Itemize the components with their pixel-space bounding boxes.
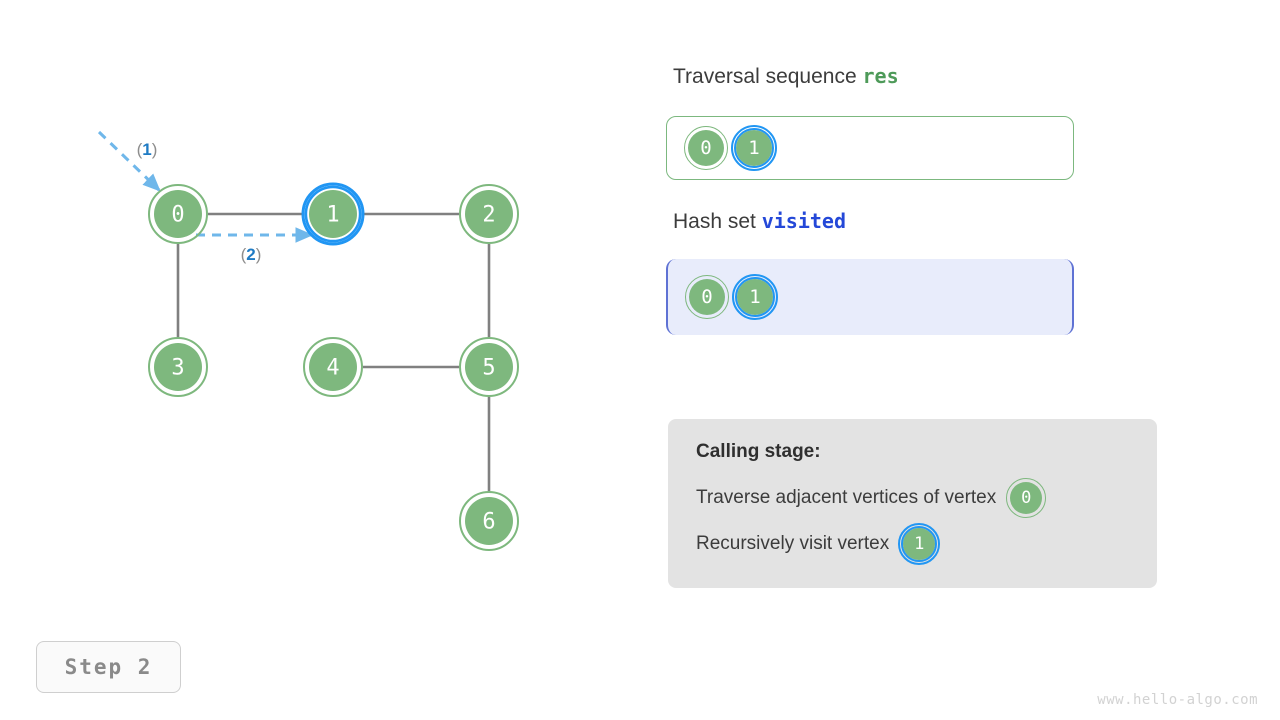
hash-set-variable: visited (761, 209, 847, 233)
graph-vertex-1[interactable]: 1 (301, 182, 365, 246)
token-label: 0 (701, 285, 713, 308)
arrow-into-vertex-0-label: (1) (137, 140, 158, 159)
graph-vertex-label: 0 (171, 203, 184, 228)
token-ring (684, 126, 728, 170)
graph-vertex-disc (309, 343, 357, 391)
graph-vertex-label: 3 (171, 356, 184, 381)
graph-vertex-label: 1 (326, 203, 339, 228)
traversal-sequence-item: 1 (731, 125, 777, 171)
graph-vertices: 0 1 2 3 4 5 6 (148, 182, 519, 551)
token-label: 0 (700, 136, 712, 159)
graph-vertex-disc (154, 343, 202, 391)
calling-stage-line-badge: 0 (1006, 478, 1047, 518)
watermark: www.hello-algo.com (1097, 692, 1258, 708)
traversal-sequence-title-prefix: Traversal sequence (673, 65, 863, 88)
graph-vertex-ring (303, 337, 363, 397)
graph-vertex-disc (465, 497, 513, 545)
graph-canvas: 0 1 2 3 4 5 6 (1) (2) (97, 130, 519, 551)
token-label: 0 (1021, 487, 1032, 508)
token-ring (1006, 478, 1047, 518)
token-inner-ring (901, 526, 938, 562)
graph-vertex-ring (301, 182, 365, 246)
graph-vertex-inner-ring (304, 185, 362, 243)
traversal-sequence-title: Traversal sequence res (673, 64, 899, 89)
calling-stage-line-badge: 1 (898, 523, 941, 565)
graph-vertex-disc (465, 190, 513, 238)
hash-set-item: 1 (732, 274, 778, 320)
graph-vertex-disc (309, 190, 357, 238)
calling-stage-line-text: Recursively visit vertex (696, 533, 890, 554)
token-inner-ring (735, 277, 775, 317)
token-ring (898, 523, 941, 565)
graph-vertex-3[interactable]: 3 (148, 337, 208, 397)
calling-stage-line-text: Traverse adjacent vertices of vertex (696, 487, 997, 508)
graph-panel: 0 1 2 3 4 5 6 (1) (2) (97, 130, 519, 551)
graph-step-arrow-labels: (1) (2) (137, 140, 262, 264)
traversal-sequence-item: 0 (684, 126, 728, 170)
graph-vertex-disc (465, 343, 513, 391)
arrow-vertex-0-to-vertex-1-label: (2) (241, 245, 262, 264)
graph-vertex-6[interactable]: 6 (459, 491, 519, 551)
hash-set-title: Hash set visited (673, 209, 846, 234)
graph-vertex-0[interactable]: 0 (148, 184, 208, 244)
graph-edges (176, 212, 491, 491)
token-ring (731, 125, 777, 171)
graph-vertex-4[interactable]: 4 (303, 337, 363, 397)
calling-stage-line: Traverse adjacent vertices of vertex 0 (696, 475, 1131, 521)
graph-vertex-ring (148, 337, 208, 397)
traversal-sequence-variable: res (862, 64, 899, 88)
graph-vertex-5[interactable]: 5 (459, 337, 519, 397)
arrow-into-vertex-0 (97, 130, 161, 192)
token-inner-ring (734, 128, 774, 168)
graph-vertex-label: 4 (326, 356, 339, 381)
step-badge: Step 2 (36, 641, 181, 693)
graph-vertex-ring (459, 337, 519, 397)
token-label: 1 (748, 136, 760, 159)
graph-step-arrows (97, 130, 314, 243)
graph-vertex-ring (148, 184, 208, 244)
calling-stage-card: Calling stage: Traverse adjacent vertice… (668, 419, 1157, 588)
graph-vertex-label: 5 (482, 356, 495, 381)
hash-set-title-prefix: Hash set (673, 210, 762, 233)
graph-vertex-2[interactable]: 2 (459, 184, 519, 244)
graph-vertex-label: 6 (482, 510, 495, 535)
graph-vertex-ring (459, 184, 519, 244)
graph-vertex-disc (154, 190, 202, 238)
token-label: 1 (749, 285, 761, 308)
token-ring (732, 274, 778, 320)
graph-vertex-label: 2 (482, 203, 495, 228)
graph-vertex-ring (459, 491, 519, 551)
token-ring (685, 275, 729, 319)
token-label: 1 (914, 533, 925, 554)
hash-set-item: 0 (685, 275, 729, 319)
calling-stage-line: Recursively visit vertex 1 (696, 521, 1131, 567)
calling-stage-title: Calling stage: (696, 441, 821, 462)
